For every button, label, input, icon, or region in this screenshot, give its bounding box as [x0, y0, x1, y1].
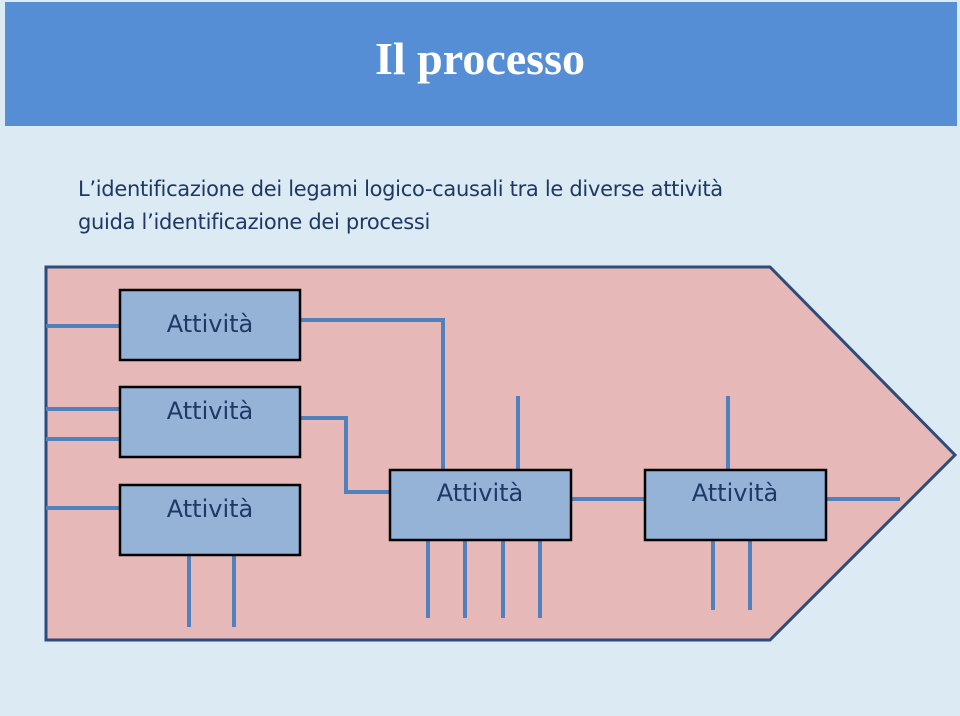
activity-box-4: Attività	[388, 468, 573, 542]
activity-box-3: Attività	[118, 483, 302, 557]
subtitle: L’identificazione dei legami logico-caus…	[78, 173, 898, 239]
activity-box-label: Attività	[692, 479, 778, 507]
activity-box-5: Attività	[643, 468, 828, 542]
title-bar	[5, 2, 957, 126]
activity-box-2: Attività	[118, 385, 302, 459]
connector-line	[300, 416, 390, 494]
connectors	[46, 318, 900, 627]
subtitle-line-1: L’identificazione dei legami logico-caus…	[78, 177, 723, 201]
page-title: Il processo	[0, 36, 960, 82]
activity-box-label: Attività	[167, 495, 253, 523]
activity-box-label: Attività	[167, 397, 253, 425]
connector-line	[300, 318, 445, 470]
subtitle-line-2: guida l’identificazione dei processi	[78, 210, 431, 234]
activity-box-label: Attività	[437, 479, 523, 507]
page-title-text: Il processo	[375, 33, 585, 84]
activity-box-label: Attività	[167, 310, 253, 338]
activity-box-1: Attività	[118, 288, 302, 362]
